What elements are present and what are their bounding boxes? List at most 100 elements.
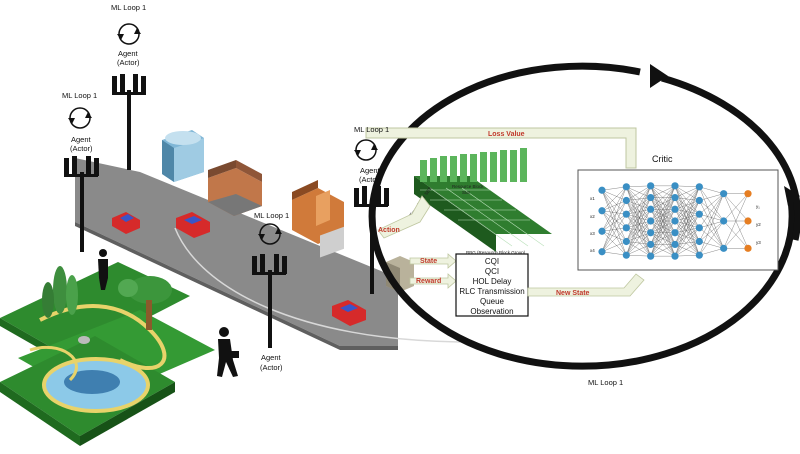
nn-hidden-node (647, 252, 655, 260)
new-state-arrow (527, 273, 645, 297)
grid-label-top: Resource Block (452, 184, 484, 189)
actor-label: (Actor) (70, 144, 93, 153)
nn-edge (699, 193, 724, 256)
nn-edge (650, 232, 676, 257)
nn-edge (626, 197, 651, 228)
nn-input-label-2: x2 (590, 214, 595, 219)
nn-hidden-node (671, 252, 679, 260)
nn-edge (626, 214, 651, 245)
nn-edge (626, 220, 651, 242)
nn-edge (626, 220, 651, 256)
building-house (208, 160, 262, 216)
nn-edge (626, 200, 651, 210)
nn-edge (626, 214, 651, 233)
reward-arrow (409, 273, 457, 289)
nn-edge (650, 220, 676, 257)
agent-label: Agent (118, 49, 139, 58)
car (112, 212, 140, 234)
nn-hidden-node (647, 240, 655, 249)
nn-edge (674, 232, 700, 256)
nn-edge (626, 186, 651, 210)
ml-loop-label: ML Loop 1 (62, 91, 97, 100)
critic-title: Critic (652, 154, 673, 164)
nn-edge (601, 251, 627, 256)
grid-label-bottom1: RBG (Resource Block Group) (466, 250, 526, 255)
ml-loop-main-label: ML Loop 1 (588, 378, 623, 387)
nn-hidden-node (695, 251, 703, 259)
person-phone (98, 249, 108, 290)
nn-edge (723, 193, 749, 249)
nn-edge (674, 232, 700, 242)
nn-input-label-3: x3 (590, 231, 595, 236)
loop-icon (117, 23, 141, 45)
nn-edge (674, 213, 700, 222)
nn-edge (674, 197, 700, 215)
ml-loop-label: ML Loop 1 (254, 211, 289, 220)
nn-edge (674, 197, 700, 228)
nn-edge (674, 185, 700, 242)
actor-label: (Actor) (359, 175, 382, 184)
nn-hidden-node (671, 217, 679, 225)
nn-edge (650, 185, 676, 198)
nn-edge (626, 186, 651, 245)
nn-edge (674, 209, 700, 215)
building-school (292, 180, 344, 258)
nn-edge (626, 209, 651, 242)
nn-edge (723, 220, 749, 249)
nn-edge (674, 220, 700, 256)
nn-edge (626, 209, 651, 215)
nn-hidden-node (720, 217, 728, 225)
ml-loop-main (368, 62, 800, 370)
nn-edge (650, 185, 676, 245)
nn-edge (674, 220, 700, 229)
nn-edge (626, 186, 651, 222)
nn-hidden-node (622, 196, 630, 205)
nn-hidden-node (622, 237, 630, 246)
nn-input-node (598, 207, 606, 215)
loop-icon (354, 139, 378, 161)
actor-label: (Actor) (117, 58, 140, 67)
nn-hidden-node (622, 224, 630, 232)
nn-hidden-node (671, 182, 679, 190)
nn-edge (626, 186, 651, 257)
nn-hidden-node (647, 229, 655, 237)
nn-edge (674, 185, 700, 188)
nn-edge (699, 193, 724, 201)
nn-edge (674, 186, 700, 245)
loop-icon (68, 107, 92, 129)
nn-edge (674, 209, 700, 242)
nn-edge (674, 200, 700, 222)
nn-edge (674, 220, 700, 242)
nn-edge (674, 214, 700, 257)
nn-hidden-node (720, 244, 728, 252)
nn-edge (674, 227, 700, 245)
nn-input-label-1: x1 (590, 196, 595, 201)
nn-edge (650, 209, 676, 257)
nn-edge (674, 209, 700, 228)
action-arrow (377, 195, 431, 239)
nn-edge (674, 244, 700, 256)
action-label: Action (378, 227, 400, 234)
state-arrow (409, 253, 457, 269)
nn-edge (626, 244, 651, 256)
nn-hidden-node (695, 183, 703, 191)
nn-edge (626, 197, 651, 215)
person-briefcase (217, 327, 239, 377)
obs-item-queue: Queue (480, 297, 505, 306)
nn-edge (674, 200, 700, 210)
nn-edge (626, 220, 651, 229)
obs-item-rlc: RLC Transmission (459, 287, 524, 296)
nn-output-node (744, 190, 752, 198)
nn-edge (626, 227, 651, 245)
nn-hidden-node (622, 251, 630, 259)
nn-edge (626, 213, 651, 222)
reward-label: Reward (416, 278, 441, 285)
nn-hidden-node (695, 196, 703, 205)
loop-icon (258, 223, 282, 245)
nn-hidden-node (647, 182, 655, 190)
nn-hidden-node (671, 229, 679, 237)
nn-edge (699, 186, 724, 194)
nn-edge (601, 227, 627, 252)
nn-edge (626, 186, 651, 198)
nn-edge (601, 214, 627, 252)
